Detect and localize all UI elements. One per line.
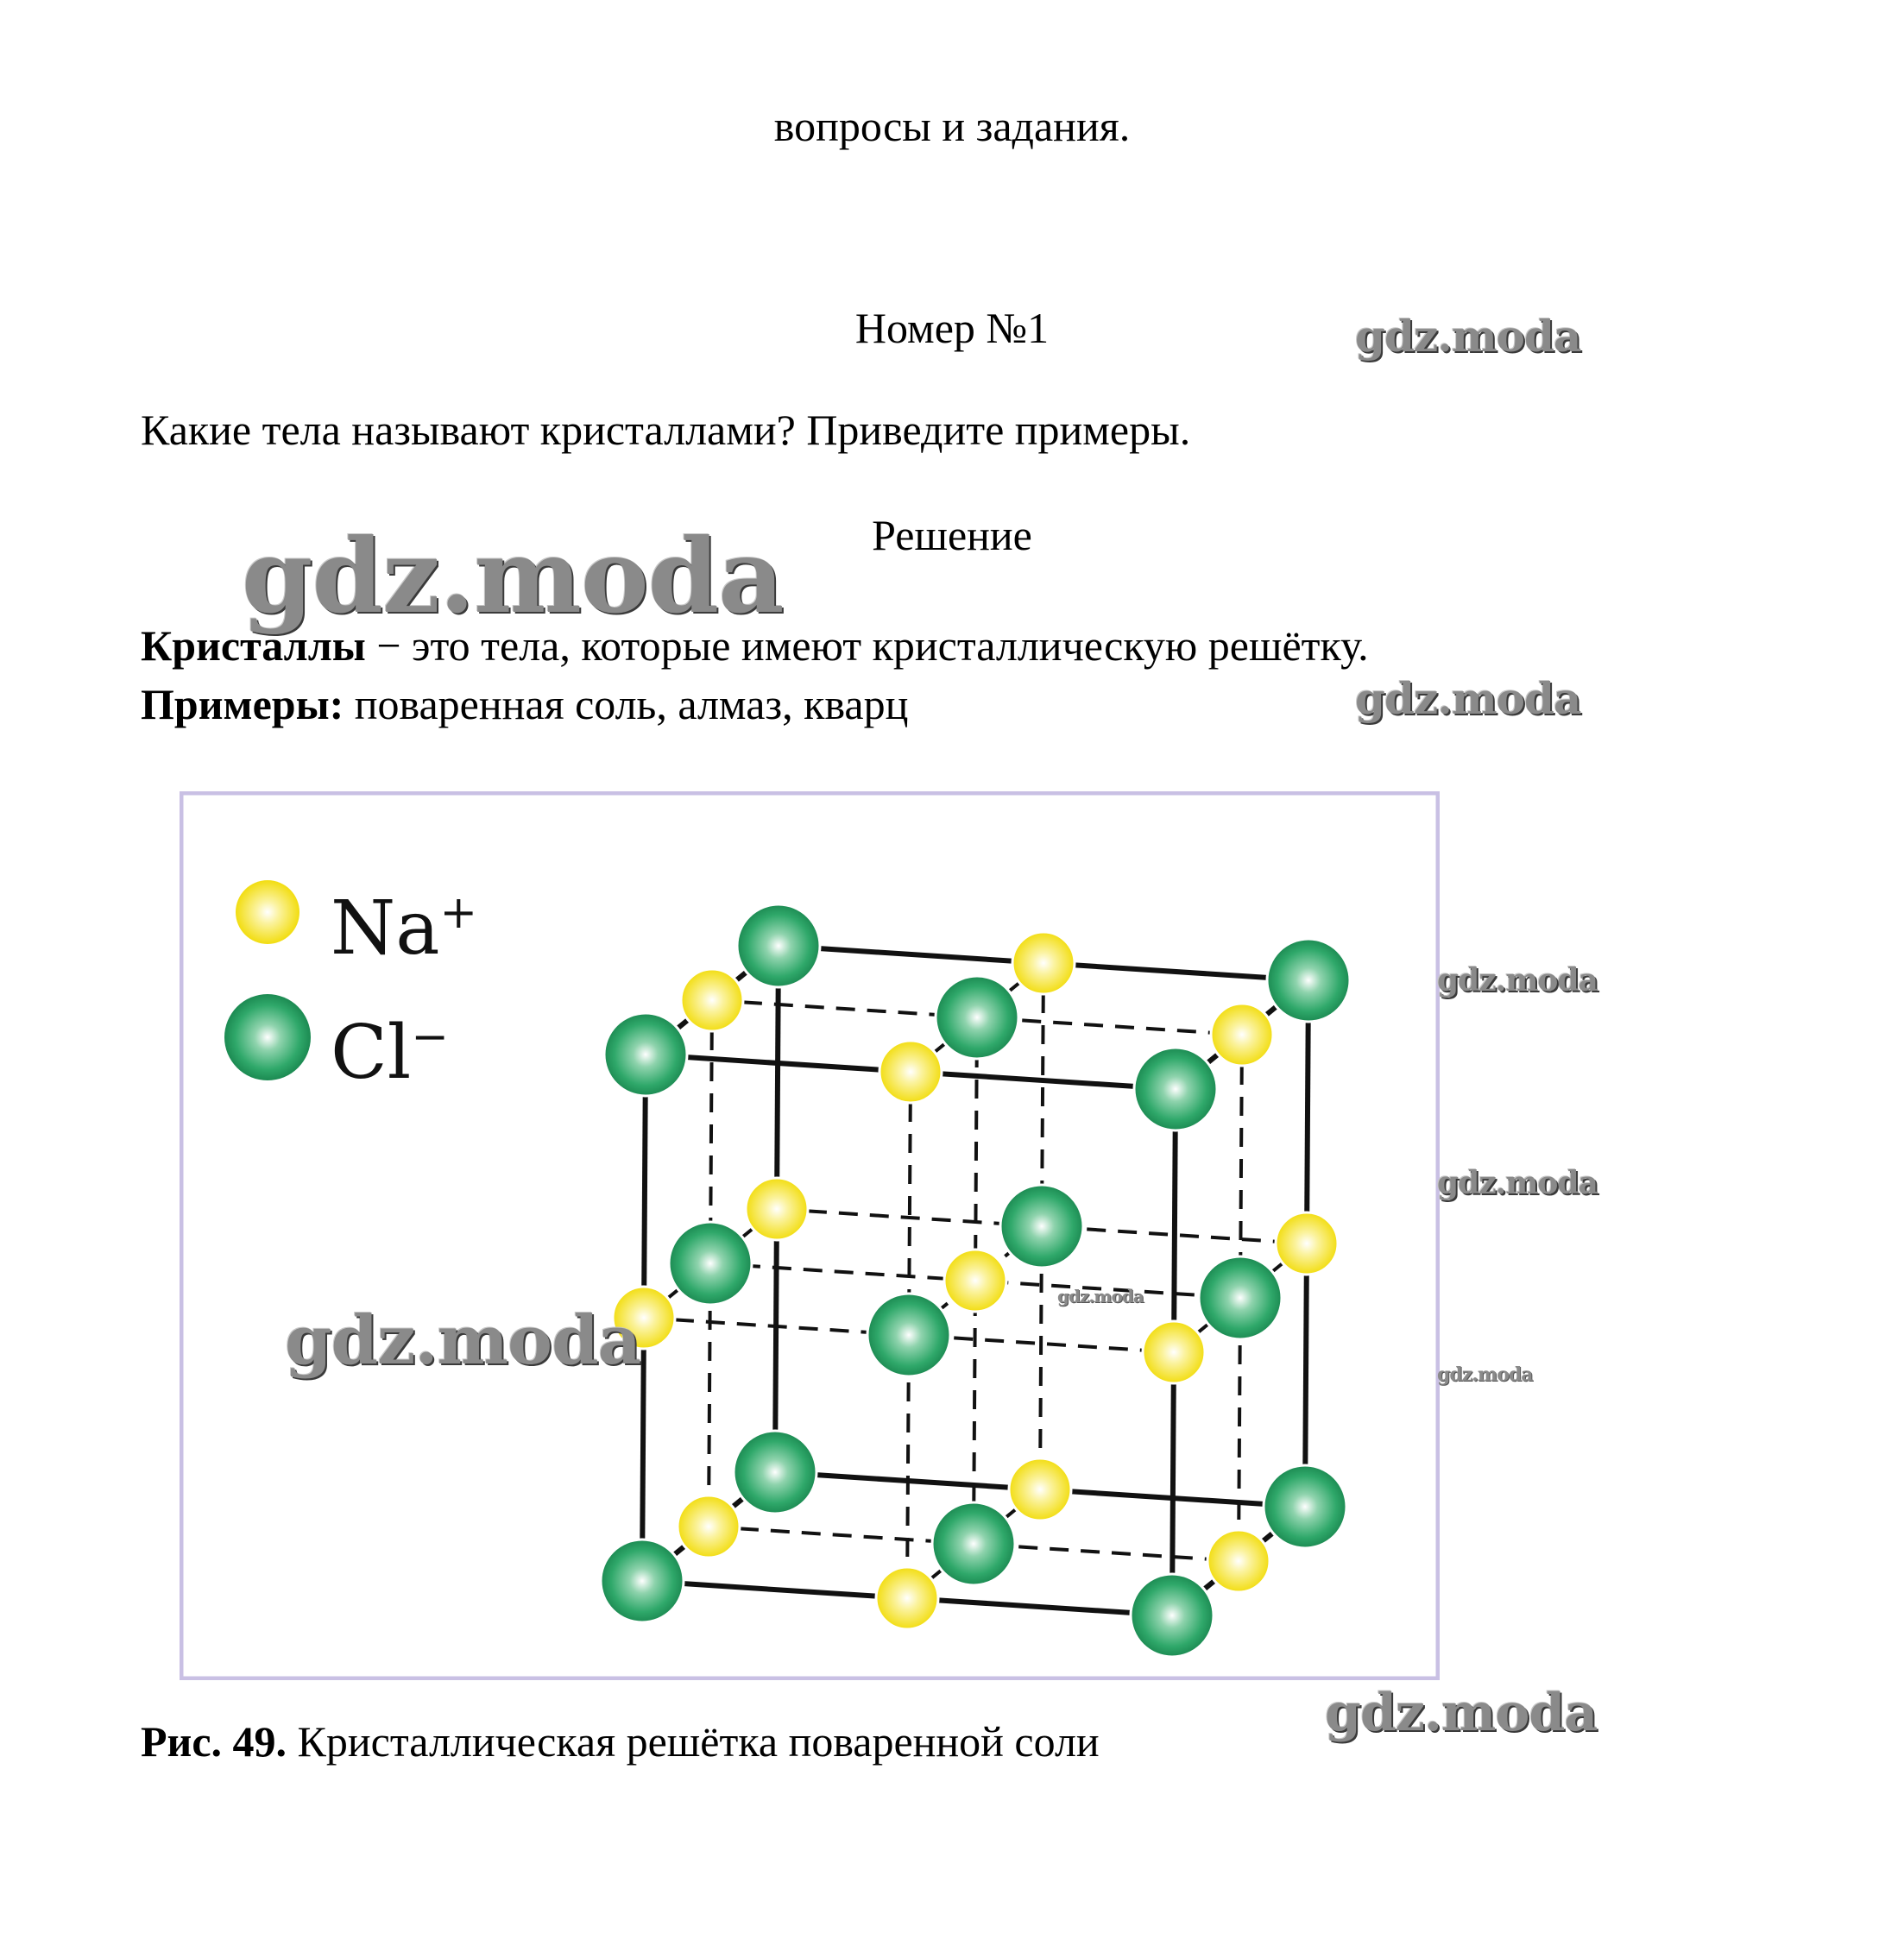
watermark: gdz.moda (1355, 673, 1581, 724)
lattice-ions (224, 880, 1352, 1659)
cl-ion (1132, 1046, 1219, 1132)
legend-na-charge: + (439, 887, 478, 939)
na-ion (1011, 930, 1076, 996)
cl-ion (999, 1183, 1085, 1269)
na-ion (1007, 1457, 1073, 1522)
legend-na: Na+ (331, 874, 477, 967)
solution-heading: Решение (872, 511, 1032, 559)
answer-definition: Кристаллы − это тела, которые имеют крис… (141, 620, 1369, 671)
section-title: вопросы и задания. (773, 102, 1131, 150)
answer-examples: Примеры: поваренная соль, алмаз, кварц (141, 678, 908, 730)
cl-ion (1262, 1464, 1348, 1550)
cl-ion (1197, 1255, 1283, 1341)
watermark: gdz.moda (1057, 1286, 1144, 1307)
cl-ion (599, 1538, 685, 1624)
na-ion (1209, 1002, 1275, 1067)
examples-label: Примеры: (141, 680, 344, 728)
answer-definition-text: − это тела, которые имеют кристаллическу… (365, 621, 1369, 670)
na-ion (1274, 1211, 1340, 1276)
cl-ion (866, 1292, 952, 1378)
cl-ion (602, 1011, 689, 1098)
task-question: Какие тела называют кристаллами? Приведи… (141, 406, 1191, 454)
watermark: gdz.moda (1355, 311, 1581, 362)
caption-number: Рис. 49. (141, 1717, 287, 1766)
na-ion (943, 1248, 1008, 1313)
cl-ion (934, 974, 1020, 1061)
na-ion (1141, 1319, 1207, 1385)
na-ion (1206, 1528, 1271, 1594)
watermark: gdz.moda (1437, 1363, 1534, 1386)
cl-ion (735, 903, 822, 989)
na-ion (878, 1039, 943, 1105)
legend-cl-label: Cl (331, 1010, 412, 1096)
legend-cl: Cl− (331, 998, 449, 1092)
na-ion (679, 967, 745, 1033)
legend-cl-charge: − (411, 1011, 449, 1063)
caption-text: Кристаллическая решётка поваренной соли (287, 1717, 1100, 1766)
legend-cl-swatch (224, 994, 311, 1080)
watermark: gdz.moda (242, 516, 785, 636)
nacl-lattice-figure: Na+ Cl− (179, 790, 1441, 1681)
legend-na-label: Na (331, 885, 440, 972)
watermark: gdz.moda (1437, 1165, 1598, 1201)
cl-ion (732, 1429, 818, 1515)
na-ion (744, 1176, 810, 1242)
figure-caption: Рис. 49. Кристаллическая решётка поварен… (141, 1716, 1100, 1767)
watermark: gdz.moda (1437, 962, 1598, 998)
watermark: gdz.moda (1325, 1683, 1598, 1743)
figure-frame (179, 790, 1441, 1681)
cl-ion (667, 1220, 753, 1307)
na-ion (874, 1565, 940, 1631)
watermark: gdz.moda (285, 1301, 641, 1380)
cl-ion (930, 1501, 1017, 1587)
task-number: Номер №1 (854, 304, 1050, 352)
na-ion (611, 1285, 677, 1351)
na-ion (676, 1494, 741, 1559)
examples-text: поваренная соль, алмаз, кварц (344, 680, 909, 728)
legend-na-swatch (236, 880, 299, 944)
answer-term: Кристаллы (141, 621, 366, 670)
cl-ion (1265, 937, 1352, 1023)
lattice-diagram (179, 790, 1441, 1681)
cl-ion (1129, 1572, 1215, 1659)
